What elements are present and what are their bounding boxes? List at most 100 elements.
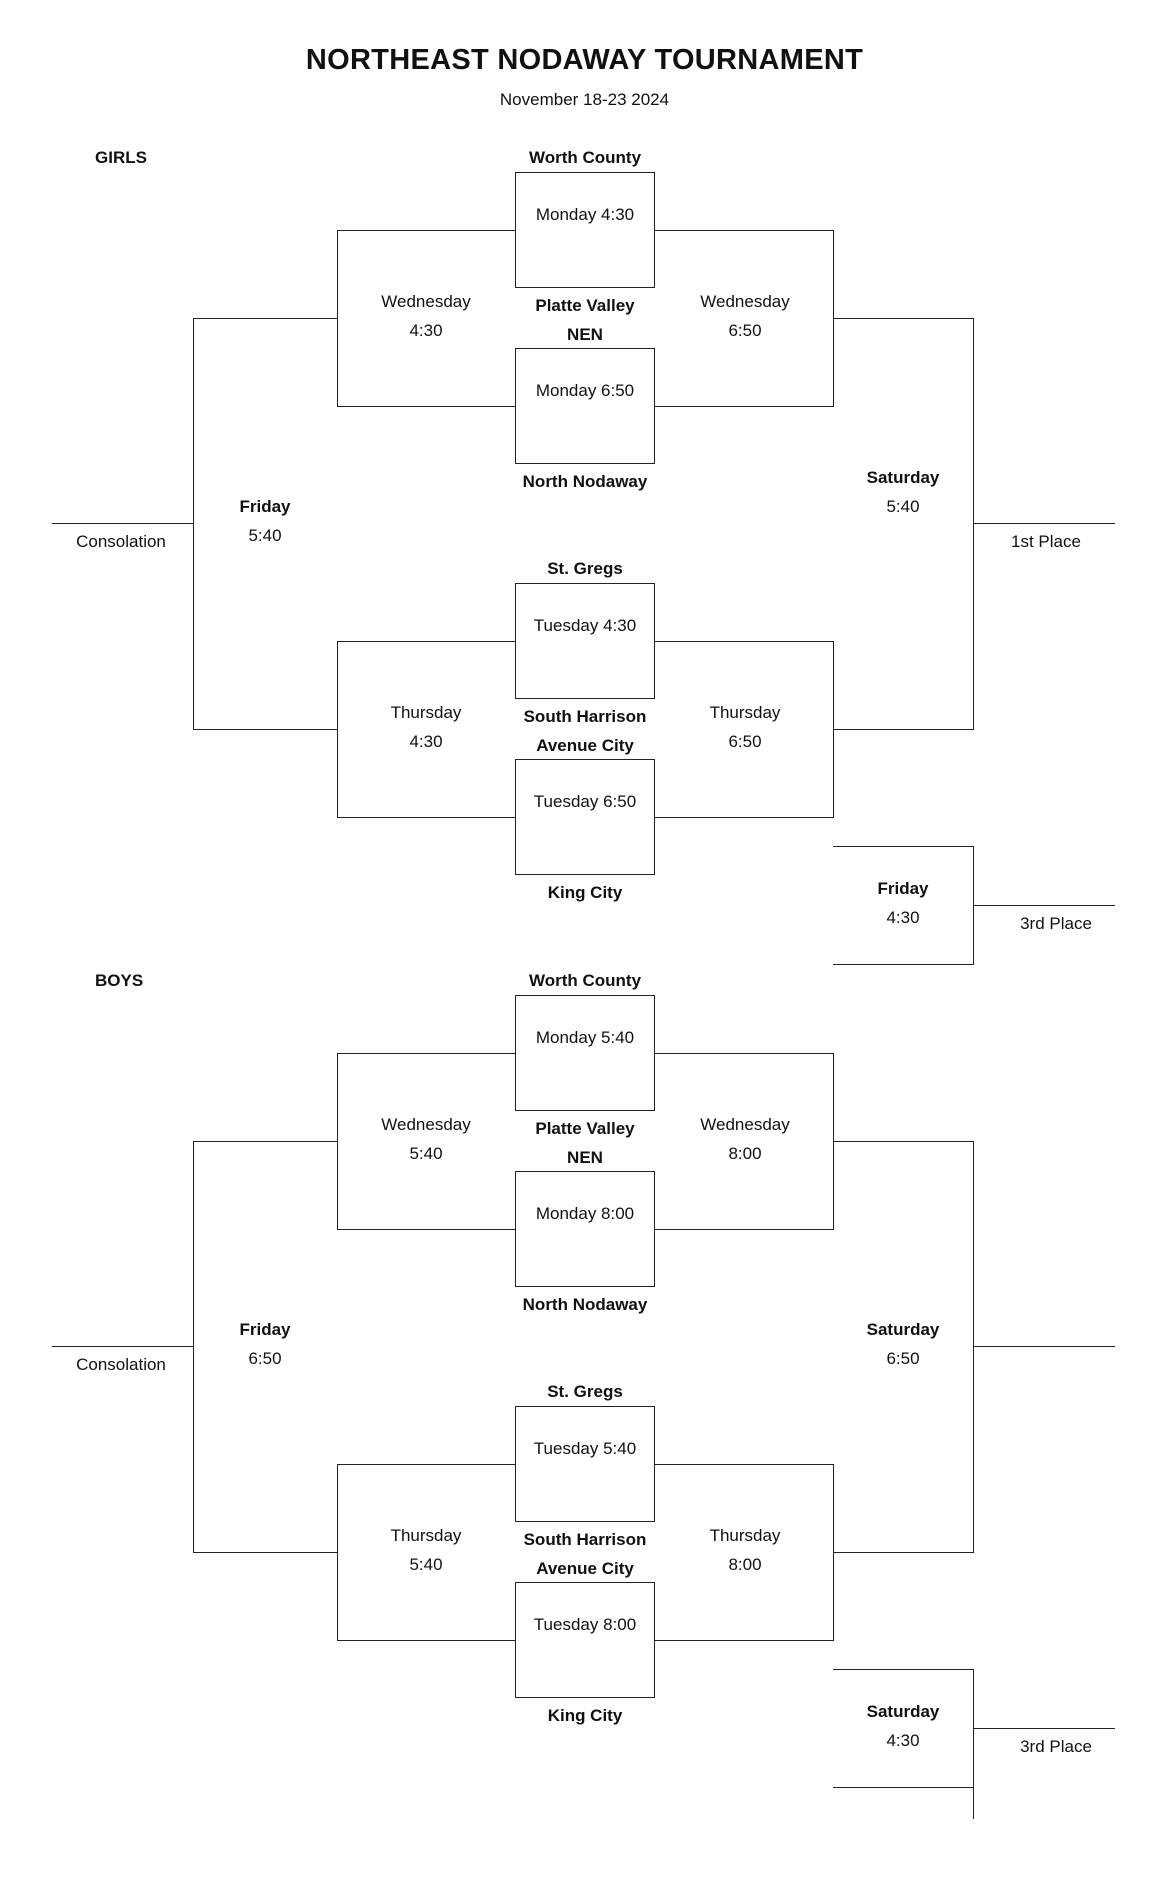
round-championship: Saturday 6:50 <box>823 1315 983 1373</box>
game-box-monday-early: Monday 4:30 <box>515 172 655 288</box>
bracket-line <box>973 1728 1115 1729</box>
section-label: BOYS <box>95 971 144 990</box>
bracket-line <box>337 1053 515 1054</box>
round-thursday-consolation: Thursday 5:40 <box>346 1521 506 1579</box>
team-king-city: King City <box>547 883 623 902</box>
game-time: Monday 8:00 <box>535 1204 635 1223</box>
third-place-label: 3rd Place <box>1020 1737 1092 1756</box>
round-thursday-winners: Thursday 6:50 <box>665 698 825 756</box>
round-time: 5:40 <box>248 526 282 545</box>
bracket-line <box>655 1229 834 1230</box>
bracket-line <box>52 1346 194 1347</box>
bracket-line <box>833 964 974 965</box>
team-south-harrison: South Harrison <box>523 1530 647 1549</box>
round-day: Friday <box>239 497 291 516</box>
bracket-line <box>833 1141 974 1142</box>
consolation-label: Consolation <box>76 1355 166 1374</box>
game-time: Monday 4:30 <box>535 205 635 224</box>
bracket-line <box>337 1229 515 1230</box>
bracket-line <box>655 1053 834 1054</box>
game-box-tuesday-late: Tuesday 6:50 <box>515 759 655 875</box>
game-box-monday-late: Monday 6:50 <box>515 348 655 464</box>
bracket-line <box>655 1640 834 1641</box>
round-time: 4:30 <box>409 321 443 340</box>
round-time: 5:40 <box>886 497 920 516</box>
bracket-line <box>655 817 834 818</box>
team-worth-county: Worth County <box>528 148 642 167</box>
bracket-line <box>973 1669 974 1819</box>
consolation-label: Consolation <box>76 532 166 551</box>
game-time: Tuesday 4:30 <box>533 616 637 635</box>
round-time: 6:50 <box>248 1349 282 1368</box>
bracket-line <box>973 523 1115 524</box>
team-st-gregs: St. Gregs <box>547 559 623 578</box>
bracket-line <box>337 1464 515 1465</box>
game-time: Tuesday 5:40 <box>533 1439 637 1458</box>
bracket-line <box>337 1640 515 1641</box>
round-day: Wednesday <box>381 292 471 311</box>
round-day: Wednesday <box>700 292 790 311</box>
tournament-dates: November 18-23 2024 <box>499 90 670 109</box>
team-platte-valley: Platte Valley <box>535 1119 635 1138</box>
team-south-harrison: South Harrison <box>523 707 647 726</box>
game-time: Tuesday 8:00 <box>533 1615 637 1634</box>
bracket-line <box>833 846 974 847</box>
bracket-line <box>337 817 515 818</box>
team-avenue-city: Avenue City <box>536 1559 634 1578</box>
bracket-line <box>193 318 338 319</box>
round-wednesday-consolation: Wednesday 4:30 <box>346 287 506 345</box>
round-day: Saturday <box>866 468 940 487</box>
round-third-place: Friday 4:30 <box>823 874 983 932</box>
round-thursday-winners: Thursday 8:00 <box>665 1521 825 1579</box>
round-third-place: Saturday 4:30 <box>823 1697 983 1755</box>
bracket-line <box>833 1669 974 1670</box>
bracket-line <box>655 641 834 642</box>
round-consolation-final: Friday 6:50 <box>185 1315 345 1373</box>
round-time: 6:50 <box>886 1349 920 1368</box>
round-wednesday-winners: Wednesday 8:00 <box>665 1110 825 1168</box>
game-time: Tuesday 6:50 <box>533 792 637 811</box>
round-day: Saturday <box>866 1320 940 1339</box>
boys-bracket: BOYS Monday 5:40 Monday 8:00 Tu <box>0 971 1169 1819</box>
game-time: Monday 6:50 <box>535 381 635 400</box>
round-time: 8:00 <box>728 1555 762 1574</box>
round-wednesday-winners: Wednesday 6:50 <box>665 287 825 345</box>
bracket-line <box>973 1346 1115 1347</box>
team-king-city: King City <box>547 1706 623 1725</box>
round-day: Thursday <box>709 1526 781 1545</box>
team-worth-county: Worth County <box>528 971 642 990</box>
bracket-line <box>655 406 834 407</box>
team-north-nodaway: North Nodaway <box>522 1295 648 1314</box>
bracket-line <box>973 905 1115 906</box>
round-day: Friday <box>877 879 929 898</box>
game-time: Monday 5:40 <box>535 1028 635 1047</box>
game-box-monday-late: Monday 8:00 <box>515 1171 655 1287</box>
third-place-label: 3rd Place <box>1020 914 1092 933</box>
round-time: 6:50 <box>728 321 762 340</box>
round-day: Saturday <box>866 1702 940 1721</box>
round-time: 5:40 <box>409 1144 443 1163</box>
round-day: Thursday <box>390 1526 462 1545</box>
bracket-line <box>193 1141 338 1142</box>
team-st-gregs: St. Gregs <box>547 1382 623 1401</box>
team-north-nodaway: North Nodaway <box>522 472 648 491</box>
bracket-line <box>193 729 338 730</box>
round-time: 5:40 <box>409 1555 443 1574</box>
page-title: NORTHEAST NODAWAY TOURNAMENT <box>305 44 864 76</box>
round-time: 4:30 <box>886 908 920 927</box>
game-box-tuesday-early: Tuesday 4:30 <box>515 583 655 699</box>
round-time: 4:30 <box>886 1731 920 1750</box>
round-time: 4:30 <box>409 732 443 751</box>
game-box-tuesday-late: Tuesday 8:00 <box>515 1582 655 1698</box>
bracket-line <box>337 230 515 231</box>
team-platte-valley: Platte Valley <box>535 296 635 315</box>
round-time: 6:50 <box>728 732 762 751</box>
bracket-line <box>655 230 834 231</box>
round-day: Thursday <box>709 703 781 722</box>
round-championship: Saturday 5:40 <box>823 463 983 521</box>
round-time: 8:00 <box>728 1144 762 1163</box>
game-box-tuesday-early: Tuesday 5:40 <box>515 1406 655 1522</box>
first-place-label: 1st Place <box>1011 532 1081 551</box>
round-wednesday-consolation: Wednesday 5:40 <box>346 1110 506 1168</box>
